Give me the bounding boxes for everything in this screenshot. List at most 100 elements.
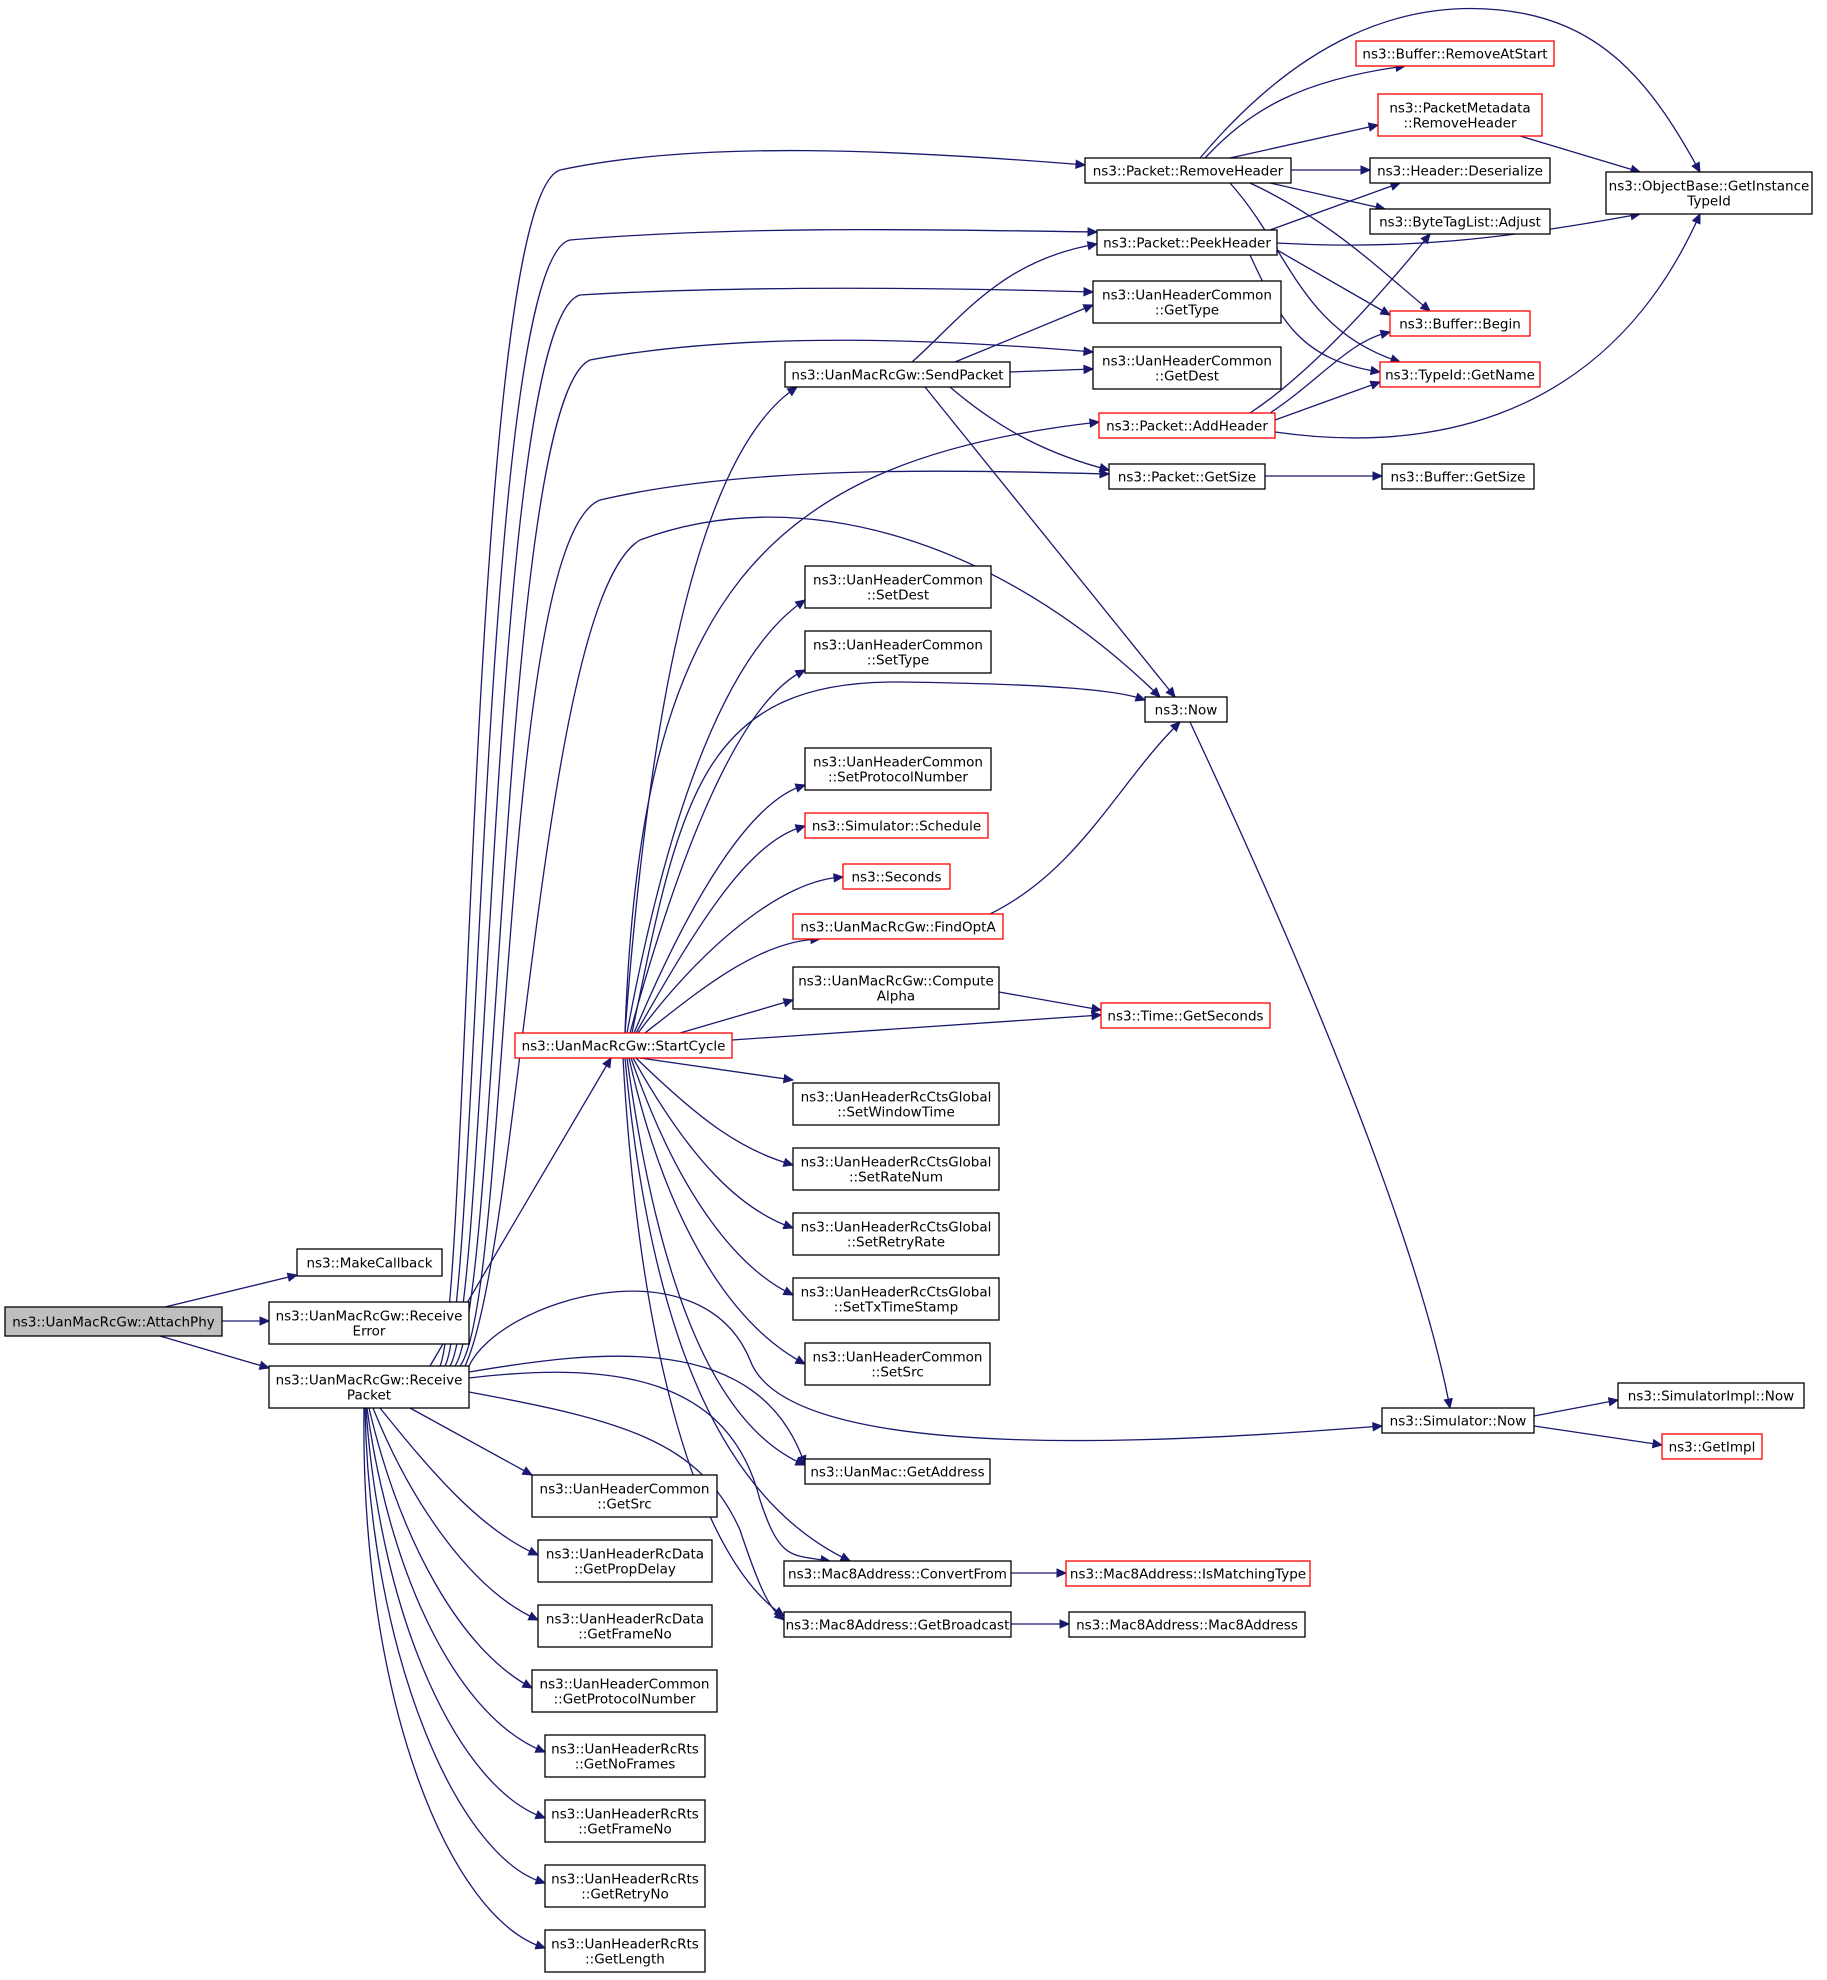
- node-removeatstart[interactable]: ns3::Buffer::RemoveAtStart: [1355, 40, 1555, 67]
- arrow-head: [602, 1056, 612, 1069]
- edge-line: [1269, 331, 1391, 414]
- edge-startcycle-to-computealpha: [679, 998, 795, 1034]
- node-settype[interactable]: ns3::UanHeaderCommon::SetType: [804, 630, 992, 674]
- node-getsize[interactable]: ns3::Packet::GetSize: [1108, 463, 1266, 490]
- arrow-head: [1691, 161, 1701, 174]
- node-label: ns3::Buffer::Begin: [1399, 317, 1521, 333]
- edge-line: [1269, 182, 1386, 210]
- node-simimplnow[interactable]: ns3::SimulatorImpl::Now: [1617, 1382, 1805, 1409]
- edge-startcycle-to-setprotocolnumber: [633, 783, 807, 1034]
- node-convertfrom[interactable]: ns3::Mac8Address::ConvertFrom: [783, 1560, 1012, 1587]
- node-label: ::GetNoFrames: [575, 1757, 676, 1773]
- node-getdest[interactable]: ns3::UanHeaderCommon::GetDest: [1092, 346, 1282, 390]
- node-setprotocolnumber[interactable]: ns3::UanHeaderCommon::SetProtocolNumber: [804, 747, 992, 791]
- arrow-head: [1369, 380, 1382, 390]
- arrow-head: [782, 1157, 795, 1167]
- node-label: ns3::Mac8Address::Mac8Address: [1076, 1618, 1298, 1634]
- node-simnow[interactable]: ns3::Simulator::Now: [1381, 1407, 1535, 1434]
- node-label: ns3::SimulatorImpl::Now: [1628, 1389, 1794, 1405]
- edge-line: [924, 386, 1176, 698]
- node-box: [1065, 1560, 1311, 1587]
- edge-line: [439, 149, 1086, 1367]
- node-gettype[interactable]: ns3::UanHeaderCommon::GetType: [1092, 280, 1282, 324]
- node-getframeno-data[interactable]: ns3::UanHeaderRcData::GetFrameNo: [537, 1604, 713, 1648]
- node-ismatchingtype[interactable]: ns3::Mac8Address::IsMatchingType: [1065, 1560, 1311, 1587]
- node-makecallback[interactable]: ns3::MakeCallback: [296, 1248, 443, 1277]
- node-begin[interactable]: ns3::Buffer::Begin: [1389, 310, 1531, 337]
- edge-simnow-to-getimpl: [1533, 1425, 1664, 1449]
- node-getname[interactable]: ns3::TypeId::GetName: [1379, 361, 1541, 388]
- edge-line: [639, 1057, 794, 1081]
- arrow-head: [1165, 686, 1176, 698]
- arrow-head: [794, 669, 807, 679]
- node-addheader[interactable]: ns3::Packet::AddHeader: [1098, 412, 1276, 439]
- edge-peekheader-to-begin: [1276, 249, 1392, 316]
- node-getaddress[interactable]: ns3::UanMac::GetAddress: [804, 1458, 991, 1485]
- node-deserialize[interactable]: ns3::Header::Deserialize: [1369, 157, 1551, 184]
- node-setdest[interactable]: ns3::UanHeaderCommon::SetDest: [804, 565, 992, 609]
- node-setratenum[interactable]: ns3::UanHeaderRcCtsGlobal::SetRateNum: [792, 1147, 1000, 1191]
- node-mac8address[interactable]: ns3::Mac8Address::Mac8Address: [1068, 1611, 1306, 1638]
- node-box: [1084, 157, 1292, 184]
- node-now[interactable]: ns3::Now: [1144, 696, 1228, 723]
- node-label: ::SetWindowTime: [837, 1105, 955, 1121]
- node-getseconds[interactable]: ns3::Time::GetSeconds: [1100, 1002, 1271, 1029]
- node-removeheader[interactable]: ns3::Packet::RemoveHeader: [1084, 157, 1292, 184]
- node-getprotocolnumber[interactable]: ns3::UanHeaderCommon::GetProtocolNumber: [531, 1669, 718, 1713]
- node-getbroadcast[interactable]: ns3::Mac8Address::GetBroadcast: [783, 1611, 1012, 1638]
- node-sendpacket[interactable]: ns3::UanMacRcGw::SendPacket: [784, 361, 1011, 388]
- node-box: [1096, 229, 1278, 256]
- arrow-head: [1443, 1397, 1453, 1410]
- node-box: [1369, 208, 1551, 235]
- node-getsrc[interactable]: ns3::UanHeaderCommon::GetSrc: [531, 1474, 718, 1518]
- edge-receivepacket-to-peekheader: [444, 227, 1099, 1367]
- node-getnoframes[interactable]: ns3::UanHeaderRcRts::GetNoFrames: [544, 1734, 706, 1778]
- node-getframeno-rts[interactable]: ns3::UanHeaderRcRts::GetFrameNo: [544, 1799, 706, 1843]
- edge-startcycle-to-setratenum: [635, 1057, 795, 1167]
- node-startcycle[interactable]: ns3::UanMacRcGw::StartCycle: [514, 1032, 733, 1059]
- edge-getbroadcast-to-mac8address: [1011, 1619, 1071, 1629]
- node-adjust[interactable]: ns3::ByteTagList::Adjust: [1369, 208, 1551, 235]
- node-schedule[interactable]: ns3::Simulator::Schedule: [804, 812, 989, 839]
- edge-receivepacket-to-getframeno-data: [372, 1407, 540, 1621]
- node-box: [804, 812, 989, 839]
- node-label: ::SetRateNum: [849, 1170, 943, 1186]
- node-pm-removeheader[interactable]: ns3::PacketMetadata::RemoveHeader: [1377, 93, 1543, 137]
- node-box: [792, 966, 1000, 1010]
- edge-line: [1276, 213, 1641, 246]
- arrow-head: [1089, 418, 1101, 428]
- edge-line: [1229, 182, 1401, 363]
- edge-startcycle-to-getaddress: [626, 1057, 807, 1466]
- node-getlength[interactable]: ns3::UanHeaderRcRts::GetLength: [544, 1929, 706, 1973]
- node-label: ::SetProtocolNumber: [828, 770, 968, 786]
- node-setsrc[interactable]: ns3::UanHeaderCommon::SetSrc: [804, 1342, 991, 1386]
- node-setretryrate[interactable]: ns3::UanHeaderRcCtsGlobal::SetRetryRate: [792, 1212, 1000, 1256]
- node-getpropdelay[interactable]: ns3::UanHeaderRcData::GetPropDelay: [537, 1539, 713, 1583]
- node-box: [268, 1301, 470, 1345]
- edge-line: [379, 1407, 539, 1556]
- edge-line: [1269, 182, 1401, 231]
- node-setwindowtime[interactable]: ns3::UanHeaderRcCtsGlobal::SetWindowTime: [792, 1082, 1000, 1126]
- edge-startcycle-to-setdest: [626, 599, 807, 1034]
- node-settxtimestamp[interactable]: ns3::UanHeaderRcCtsGlobal::SetTxTimeStam…: [792, 1277, 1000, 1321]
- node-getretryno[interactable]: ns3::UanHeaderRcRts::GetRetryNo: [544, 1864, 706, 1908]
- node-buffergetsize[interactable]: ns3::Buffer::GetSize: [1381, 463, 1535, 490]
- node-attachphy[interactable]: ns3::UanMacRcGw::AttachPhy: [4, 1306, 223, 1337]
- edge-line: [454, 339, 1094, 1367]
- edge-line: [635, 825, 806, 1034]
- node-findopta[interactable]: ns3::UanMacRcGw::FindOptA: [792, 913, 1004, 940]
- node-seconds[interactable]: ns3::Seconds: [842, 863, 951, 890]
- arrow-head: [1372, 471, 1384, 481]
- edge-line: [949, 386, 1110, 471]
- edge-line: [731, 1014, 1102, 1041]
- node-peekheader[interactable]: ns3::Packet::PeekHeader: [1096, 229, 1278, 256]
- node-getimpl[interactable]: ns3::GetImpl: [1661, 1433, 1763, 1460]
- edge-getsize-to-buffergetsize: [1265, 471, 1384, 481]
- edge-startcycle-to-settype: [629, 669, 807, 1034]
- arrow-head: [1169, 721, 1181, 733]
- node-box: [268, 1365, 470, 1409]
